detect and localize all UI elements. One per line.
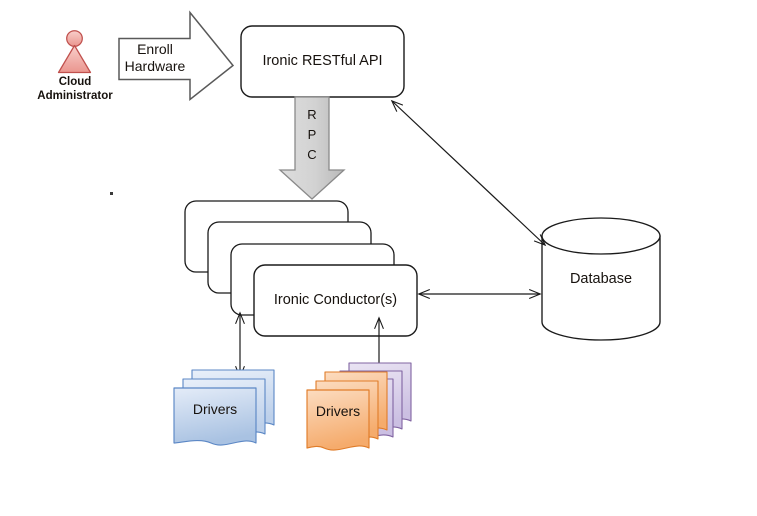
ironic-conductor-stack bbox=[184, 200, 418, 337]
database-cylinder bbox=[541, 217, 661, 341]
connector-api-to-database bbox=[392, 101, 545, 245]
enroll-hardware-arrow bbox=[118, 10, 235, 102]
actor-person-icon bbox=[57, 30, 92, 74]
stray-dot-artifact bbox=[110, 192, 113, 195]
drivers-blue-stack bbox=[173, 369, 275, 446]
rpc-arrow bbox=[278, 96, 346, 200]
ironic-restful-api-node bbox=[240, 25, 405, 98]
drivers-orange-stack bbox=[306, 362, 412, 451]
